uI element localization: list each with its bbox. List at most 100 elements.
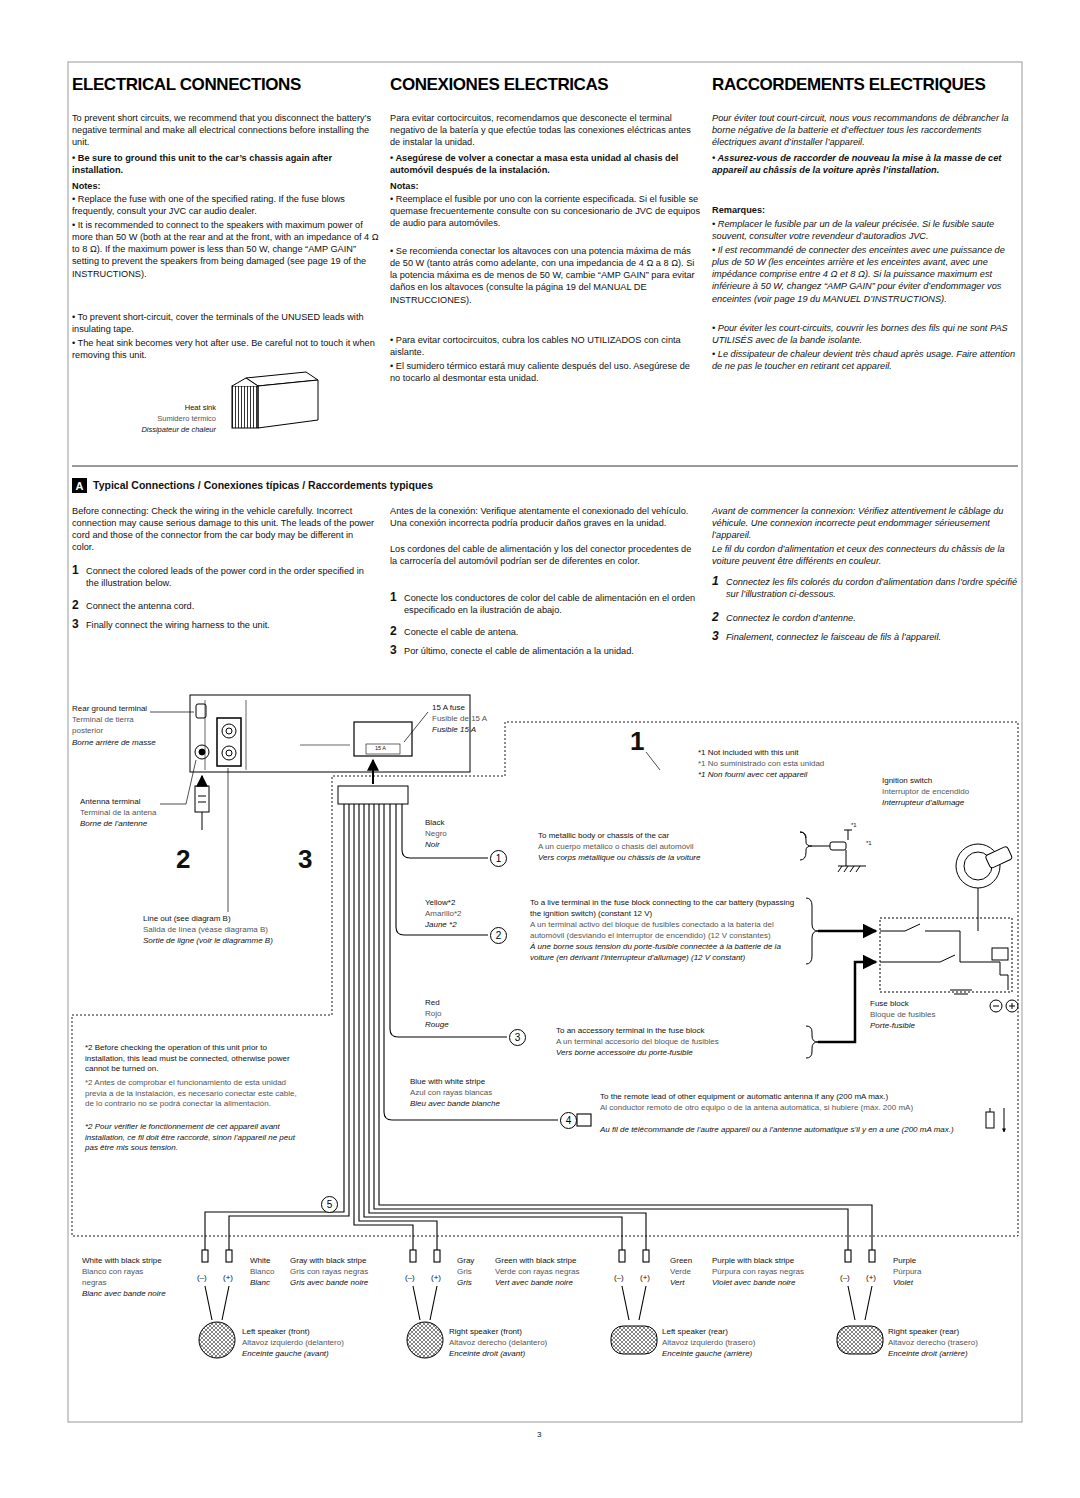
- label-text: Le fil du cordon d’alimentation et ceux …: [712, 543, 1020, 567]
- step-number: 1: [630, 724, 644, 758]
- harness-connector: [338, 760, 408, 804]
- speaker-lead: [622, 1286, 629, 1320]
- drawing-part: [990, 1108, 1004, 1132]
- drawing-part: [404, 712, 428, 742]
- harness-wires: [202, 804, 875, 1320]
- speaker-wire: [354, 804, 413, 1250]
- label-text: Sortie de ligne (voir le diagramme B): [143, 936, 273, 947]
- drawing-part: [812, 846, 830, 847]
- drawing-part: [1000, 975, 1008, 990]
- callout-number: A: [76, 480, 84, 492]
- speaker-wire: [379, 804, 872, 1250]
- drawing-part: [993, 1006, 999, 1007]
- label-text: Rear ground terminal: [72, 704, 147, 715]
- label-text: Altavoz derecho (trasero): [888, 1338, 978, 1349]
- drawing-part: [150, 712, 194, 713]
- drawing-part: [990, 1000, 1002, 1012]
- drawing-part: [806, 898, 818, 964]
- label-text: Vers corps métallique ou châssis de la v…: [538, 853, 700, 864]
- label-text: Right speaker (front): [449, 1327, 522, 1338]
- label-text: Notas:: [390, 180, 419, 192]
- label-text: (–): [197, 1273, 207, 1284]
- label-text: A un cuerpo metálico o chasis del automó…: [538, 842, 694, 853]
- label-text: Amarillo*2: [425, 909, 461, 920]
- label-text: To prevent short circuits, we recommend …: [72, 112, 380, 148]
- label-text: • Replace the fuse with one of the speci…: [72, 193, 380, 217]
- label-text: Antenna terminal: [80, 797, 140, 808]
- drawing-part: [258, 380, 318, 428]
- callout-number: 1: [496, 853, 502, 864]
- step-number: 1: [72, 563, 79, 579]
- label-text: Dissipateur de chaleur: [100, 425, 216, 435]
- label-text: Typical Connections / Conexiones típicas…: [93, 479, 433, 493]
- drawing-part: [646, 752, 660, 770]
- drawing-part: [232, 378, 258, 386]
- label-text: *2 Before checking the operation of this…: [85, 1043, 300, 1075]
- label-text: Notes:: [72, 180, 101, 192]
- label-text: Noir: [425, 840, 440, 851]
- label-text: Blanc: [250, 1278, 270, 1289]
- speaker-wire: [205, 804, 344, 1250]
- label-text: Salida de línea (véase diagrama B): [143, 925, 268, 936]
- label-text: Gris: [457, 1278, 472, 1289]
- label-text: • Para evitar cortocircuitos, cubra los …: [390, 334, 700, 358]
- drawing-part: [846, 850, 847, 866]
- black-wire: [402, 804, 488, 858]
- label-text: • It is recommended to connect to the sp…: [72, 219, 380, 280]
- label-text: • Asegúrese de volver a conectar a masa …: [390, 152, 700, 176]
- drawing-part: [246, 700, 247, 770]
- drawing-part: [372, 760, 374, 784]
- drawing-part: [985, 846, 1013, 869]
- wire-connector: [202, 1250, 208, 1262]
- label-text: Green with black stripe: [495, 1256, 576, 1267]
- label-text: Blue with white stripe: [410, 1077, 485, 1088]
- speaker-lead: [413, 1286, 420, 1320]
- section-marker-box: A: [72, 478, 87, 493]
- label-text: Connectez les fils colorés du cordon d’a…: [726, 576, 1020, 600]
- label-text: A un terminal accesorio del bloque de fu…: [556, 1037, 719, 1048]
- label-text: Enceinte gauche (avant): [242, 1349, 329, 1360]
- speaker-lead: [848, 1286, 855, 1320]
- label-text: À une borne sous tension du porte-fusibl…: [530, 942, 800, 963]
- label-text: Por último, conecte el cable de alimenta…: [404, 645, 634, 657]
- section-heading: RACCORDEMENTS ELECTRIQUES: [712, 74, 985, 96]
- drawing-part: [1009, 1003, 1015, 1009]
- label-text: Gris con rayas negras: [290, 1267, 368, 1278]
- step-number: 3: [298, 842, 312, 876]
- callout-circle: 4: [560, 1112, 577, 1129]
- label-text: (+): [640, 1273, 650, 1284]
- label-text: Blanco con rayas negras: [82, 1267, 154, 1288]
- label-text: Terminal de la antena: [80, 808, 157, 819]
- drawing-part: [818, 962, 876, 1042]
- drawing-part: [880, 918, 1012, 992]
- callout-circle: 3: [509, 1029, 526, 1046]
- antenna-plug: [195, 776, 209, 830]
- label-text: (–): [840, 1273, 850, 1284]
- label-text: White with black stripe: [82, 1256, 162, 1267]
- label-text: Line out (see diagram B): [143, 914, 231, 925]
- drawing-part: [992, 948, 1008, 960]
- wire-connector: [434, 1250, 440, 1262]
- label-text: Red: [425, 998, 440, 1009]
- label-text: Fuse block: [870, 999, 909, 1010]
- red-wire: [390, 804, 507, 1037]
- fuse-block: [880, 918, 1018, 1012]
- drawing-part: [199, 1322, 235, 1358]
- drawing-part: [195, 786, 209, 812]
- section-heading: ELECTRICAL CONNECTIONS: [72, 74, 301, 96]
- drawing-part: [196, 704, 206, 718]
- drawing-part: [880, 924, 960, 931]
- label-text: • Il est recommandé de connecter des enc…: [712, 244, 1020, 305]
- rules: [72, 466, 1018, 467]
- label-text: Altavoz izquierdo (delantero): [242, 1338, 344, 1349]
- label-text: • Remplacer le fusible par un de la vale…: [712, 218, 1020, 242]
- drawing-part: [830, 842, 846, 850]
- label-text: Violet avec bande noire: [712, 1278, 795, 1289]
- wire-connector: [410, 1250, 416, 1262]
- label-text: Bleu avec bande blanche: [410, 1099, 500, 1110]
- step-number: 2: [390, 624, 397, 640]
- label-text: Gris avec bande noire: [290, 1278, 368, 1289]
- label-text: Verde con rayas negras: [495, 1267, 580, 1278]
- label-text: Remarques:: [712, 204, 765, 216]
